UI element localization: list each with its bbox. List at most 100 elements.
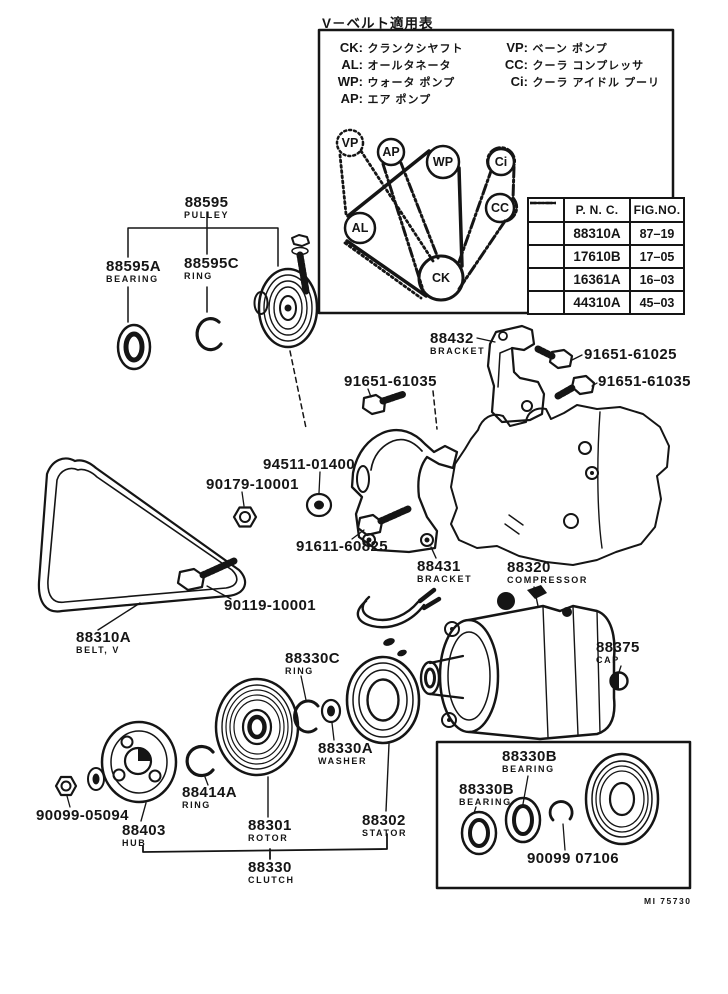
part-number: 90099 07106 xyxy=(527,850,619,867)
part-number: 88330A xyxy=(318,740,373,757)
part-name: BRACKET xyxy=(430,346,486,356)
pulley-label-wp: WP xyxy=(432,155,454,169)
legend-item-ck: CK: クランクシヤフト xyxy=(333,39,463,57)
line-style-sample xyxy=(529,201,563,244)
belt-routing-diagram xyxy=(335,128,519,302)
legend-item-ci: Ci: クーラ アイドル プーリ xyxy=(498,73,660,91)
part-number: 90179-10001 xyxy=(206,476,299,493)
part-number: 88595A xyxy=(106,258,161,275)
part-number: 88320 xyxy=(507,559,551,576)
part-name: PULLEY xyxy=(184,210,230,220)
belt-dotted xyxy=(338,149,435,300)
pulley-label-ci: Ci xyxy=(494,155,508,169)
part-name: RING xyxy=(182,800,211,810)
pnc-value: 17610B xyxy=(563,244,629,267)
part-name: RING xyxy=(184,271,213,281)
part-label-91611-60825: 91611-60825 xyxy=(296,539,388,554)
fig-value: 45–03 xyxy=(629,290,683,313)
legend-item-ap: AP: エア ポンプ xyxy=(333,90,431,108)
pulley-label-cc: CC xyxy=(490,201,510,215)
legend-text: オールタネータ xyxy=(367,60,452,72)
part-number: 91651-61035 xyxy=(344,373,437,390)
pulley-label-al: AL xyxy=(351,221,369,235)
pnc-value: 16361A xyxy=(563,267,629,290)
part-number: 91651-61035 xyxy=(598,373,691,390)
header-figno: FIG.NO. xyxy=(629,199,683,221)
legend-text: エア ポンプ xyxy=(367,94,432,106)
line-style-sample xyxy=(529,201,563,290)
part-number: 88375 xyxy=(596,639,640,656)
part-name: BEARING xyxy=(502,764,555,774)
pulley-label-vp: VP xyxy=(341,136,359,150)
part-label-91651-61035-right: 91651-61035 xyxy=(598,374,691,389)
pnc-table-header-row: P. N. C. FIG.NO. xyxy=(529,199,683,221)
table-row: 88310A 87–19 xyxy=(529,201,683,244)
drawing-number: MI 75730 xyxy=(644,896,692,906)
compressor-drawing xyxy=(293,585,629,812)
part-number: 88403 xyxy=(122,822,166,839)
part-label-90099-07106: 90099 07106 xyxy=(527,851,619,866)
part-name: ROTOR xyxy=(248,833,289,843)
legend-text: ウォータ ポンプ xyxy=(367,77,456,89)
part-number: 88330 xyxy=(248,859,292,876)
part-number: 88432 xyxy=(430,330,474,347)
part-name: CLUTCH xyxy=(248,875,295,885)
pnc-value: 88310A xyxy=(563,221,629,244)
belt-dashdotdot xyxy=(381,161,440,292)
table-row: 16361A 16–03 xyxy=(529,201,683,290)
part-name: RING xyxy=(285,666,314,676)
part-number: 88414A xyxy=(182,784,237,801)
part-number: 91611-60825 xyxy=(296,538,388,555)
part-number: 91651-61025 xyxy=(584,346,677,363)
legend-item-cc: CC: クーラ コンプレッサ xyxy=(498,56,644,74)
part-label-90179-10001: 90179-10001 xyxy=(206,477,299,492)
page-title: V－ベルト適用表 xyxy=(322,16,434,31)
part-number: 94511-01400 xyxy=(263,456,355,473)
legend-box xyxy=(317,28,675,315)
legend-code: CK: xyxy=(339,40,363,55)
header-pnc: P. N. C. xyxy=(563,199,629,221)
legend-code: AP: xyxy=(340,91,363,106)
part-number: 88310A xyxy=(76,629,131,646)
legend-code: WP: xyxy=(337,74,363,89)
part-name: BRACKET xyxy=(417,574,473,584)
belt-dashdot xyxy=(457,146,519,291)
part-label-91651-61025: 91651-61025 xyxy=(584,347,677,362)
part-name: BEARING xyxy=(459,797,512,807)
part-number: 88431 xyxy=(417,558,461,575)
clutch-parts-drawing xyxy=(54,677,388,860)
legend-item-wp: WP: ウォータ ポンプ xyxy=(333,73,455,91)
inset-box-drawing xyxy=(435,740,692,890)
part-name: STATOR xyxy=(362,828,408,838)
part-number: 90099-05094 xyxy=(36,807,129,824)
part-number: 88595C xyxy=(184,255,239,272)
part-name: COMPRESSOR xyxy=(507,575,589,585)
legend-code: VP: xyxy=(506,40,528,55)
fig-value: 17–05 xyxy=(629,244,683,267)
part-label-90119-10001: 90119-10001 xyxy=(224,598,316,613)
part-name: CAP xyxy=(596,655,620,665)
part-name: BELT, V xyxy=(76,645,121,655)
pulley-label-ck: CK xyxy=(431,271,451,285)
legend-text: クランクシヤフト xyxy=(367,43,464,55)
part-number: 88330B xyxy=(459,781,514,798)
line-style-sample xyxy=(529,201,563,313)
part-label-90099-05094: 90099-05094 xyxy=(36,808,129,823)
pulley-label-ap: AP xyxy=(382,145,400,159)
legend-code: AL: xyxy=(341,57,363,72)
